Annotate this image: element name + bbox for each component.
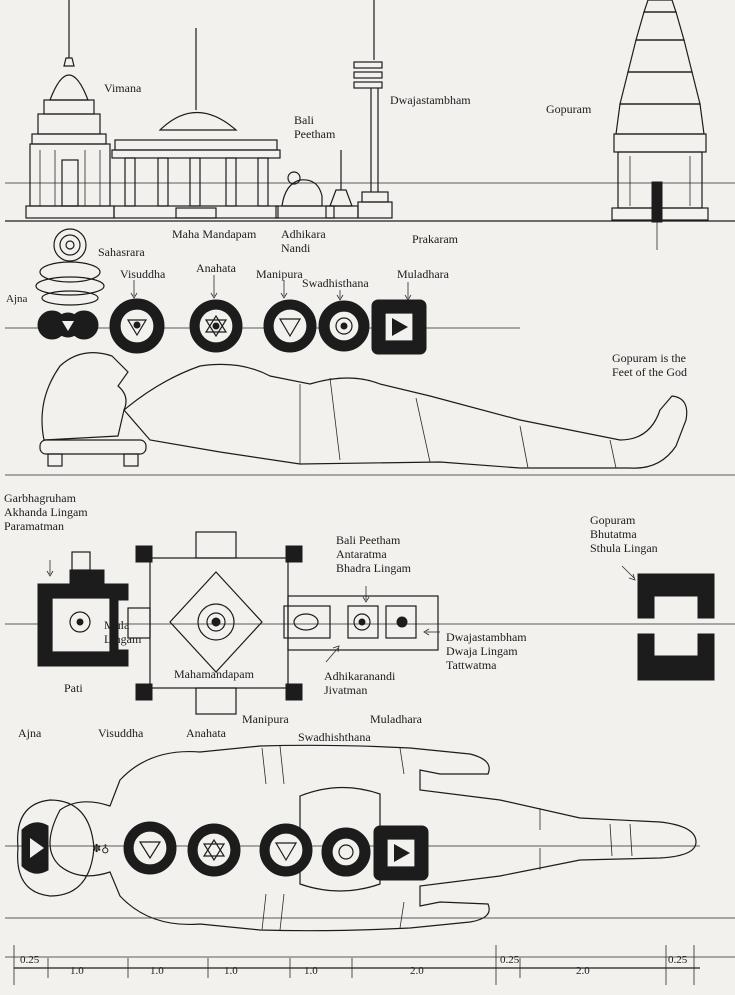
gopuram-plan [637, 573, 715, 681]
label-dwajastambham-top: Dwajastambham [390, 93, 471, 107]
label-maha-mandapam: Maha Mandapam [172, 227, 257, 241]
dwajastambham-drawing [353, 0, 393, 219]
scale-bar: 0.25 1.0 1.0 1.0 1.0 2.0 0.25 2.0 0.25 [13, 945, 700, 985]
scale-0-25-b: 0.25 [500, 954, 520, 966]
label-mahamandapam: Mahamandapam [174, 667, 255, 681]
muladhara-chakra [371, 299, 427, 355]
manipura-chakra-bottom [259, 823, 313, 877]
garbhagruham-plan [37, 551, 151, 667]
label-visuddha-top: Visuddha [120, 267, 166, 281]
sahasrara-chakra [35, 228, 105, 306]
chakra-arrows-top [130, 275, 412, 301]
anahata-chakra [189, 299, 243, 353]
chakra-row-top: Sahasrara Ajna Visuddha Anahata Manipura… [5, 228, 520, 355]
scale-0-25-c: 0.25 [668, 954, 688, 966]
supine-figure: Ajna Visuddha Anahata Manipura Muladhara… [5, 712, 735, 958]
nandi-bali-drawing [275, 150, 359, 219]
scale-2-0-b: 2.0 [576, 965, 590, 977]
mahamandapam-plan [135, 531, 303, 715]
ajna-glyph: ✽♁ [92, 843, 109, 855]
label-anahata-top: Anahata [196, 261, 237, 275]
label-manipura-top: Manipura [256, 267, 303, 281]
label-pati: Pati [64, 681, 83, 695]
swadhisthana-chakra [318, 300, 370, 352]
scale-1-0-c: 1.0 [224, 965, 238, 977]
vimana-drawing [25, 0, 115, 219]
label-swadhishthana-bottom: Swadhishthana [298, 730, 371, 744]
scale-1-0-b: 1.0 [150, 965, 164, 977]
label-manipura-bottom: Manipura [242, 712, 289, 726]
visuddha-chakra [109, 298, 165, 354]
label-sahasrara: Sahasrara [98, 245, 145, 259]
ajna-chakra [37, 310, 99, 340]
maha-mandapam-drawing [111, 28, 281, 219]
label-anahata-bottom: Anahata [186, 726, 227, 740]
label-gopuram-top: Gopuram [546, 102, 592, 116]
ajna-chakra-bottom: ✽♁ [17, 799, 109, 897]
label-muladhara-top: Muladhara [397, 267, 450, 281]
scale-1-0-d: 1.0 [304, 965, 318, 977]
visuddha-chakra-bottom [123, 821, 177, 875]
scale-2-0-a: 2.0 [410, 965, 424, 977]
label-prakaram: Prakaram [412, 232, 459, 246]
swadhishthana-chakra-bottom [321, 827, 371, 877]
anahata-chakra-bottom [187, 823, 241, 877]
plan-arrows [46, 560, 636, 663]
gopuram-drawing [611, 0, 709, 250]
label-muladhara-bottom: Muladhara [370, 712, 423, 726]
scale-0-25-a: 0.25 [20, 954, 40, 966]
prakaram-plan [283, 595, 439, 651]
label-visuddha-bottom: Visuddha [98, 726, 144, 740]
manipura-chakra [263, 299, 317, 353]
label-ajna-top: Ajna [6, 293, 28, 305]
label-ajna-bottom: Ajna [18, 726, 42, 740]
label-swadhisthana-top: Swadhisthana [302, 276, 369, 290]
label-vimana: Vimana [104, 81, 142, 95]
muladhara-chakra-bottom [373, 825, 429, 881]
scale-1-0-a: 1.0 [70, 965, 84, 977]
